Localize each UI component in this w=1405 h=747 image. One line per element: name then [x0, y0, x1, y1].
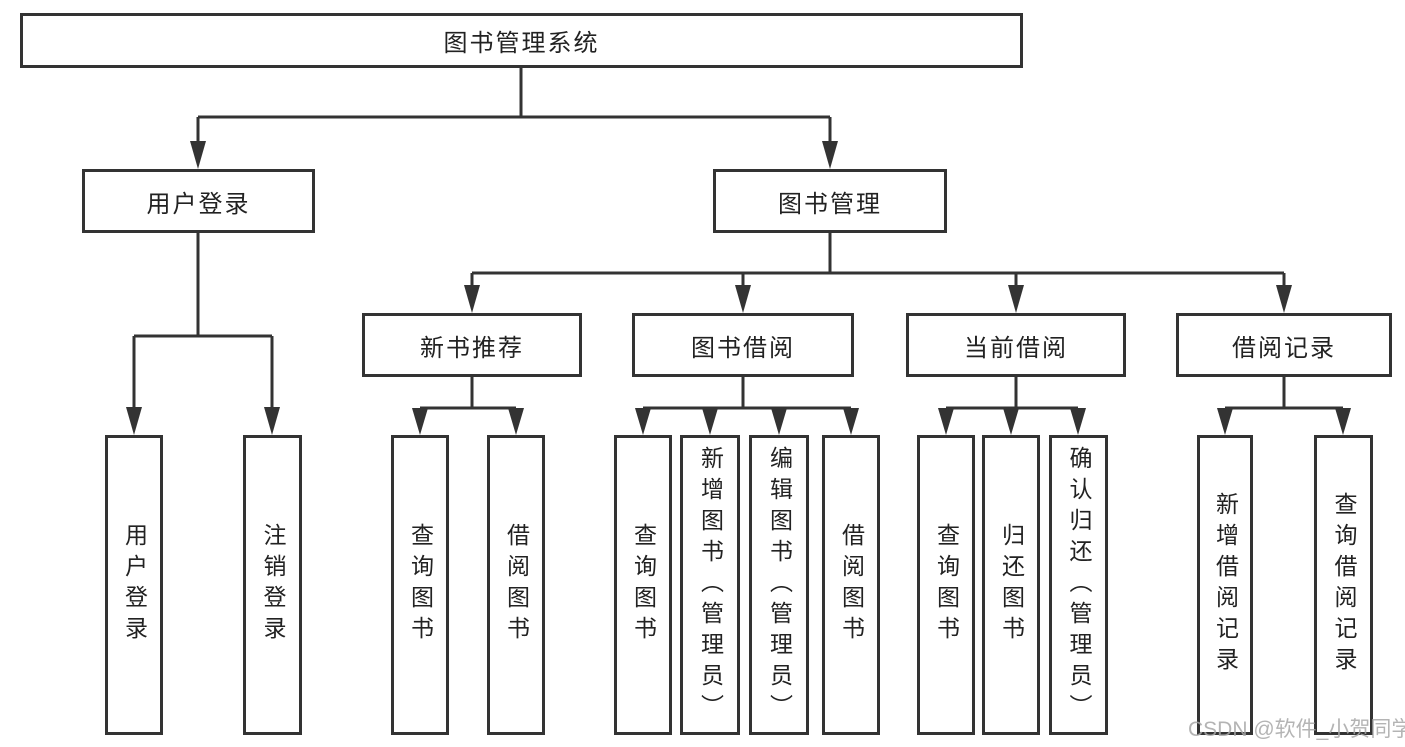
leaf-query-book-borrow-label: 查询图书: [630, 523, 657, 647]
leaf-query-book-borrow: 查询图书: [614, 435, 672, 735]
csdn-watermark: CSDN @软件_小贺同学: [1188, 718, 1405, 741]
node-book-management: 图书管理: [713, 169, 947, 233]
leaf-edit-book-admin: 编辑图书（管理员）: [749, 435, 809, 735]
leaf-return-book: 归还图书: [982, 435, 1040, 735]
leaf-query-book-current: 查询图书: [917, 435, 975, 735]
leaf-user-login-label: 用户登录: [121, 523, 148, 647]
node-new-book-recommend: 新书推荐: [362, 313, 582, 377]
leaf-edit-book-admin-label: 编辑图书（管理员）: [766, 445, 793, 725]
leaf-add-borrow-record-label: 新增借阅记录: [1212, 492, 1239, 678]
leaf-add-book-admin-label: 新增图书（管理员）: [697, 445, 724, 725]
node-new-book-recommend-label: 新书推荐: [420, 334, 524, 362]
connector-book-borrow-branch: [635, 377, 859, 435]
leaf-logout-login: 注销登录: [243, 435, 302, 735]
node-borrow-record: 借阅记录: [1176, 313, 1392, 377]
connector-current-borrow-branch: [938, 377, 1086, 435]
leaf-query-borrow-record-label: 查询借阅记录: [1331, 492, 1357, 678]
node-book-borrow: 图书借阅: [632, 313, 854, 377]
connector-borrow-record-branch: [1217, 377, 1351, 435]
node-user-login: 用户登录: [82, 169, 315, 233]
connector-user-login-branch: [126, 233, 280, 435]
node-current-borrow-label: 当前借阅: [964, 334, 1068, 362]
leaf-confirm-return-admin-label: 确认归还（管理员）: [1066, 445, 1092, 725]
leaf-logout-login-label: 注销登录: [260, 523, 286, 647]
leaf-query-borrow-record: 查询借阅记录: [1314, 435, 1373, 735]
node-root-label: 图书管理系统: [443, 30, 600, 57]
connector-root-to-level2: [190, 68, 838, 169]
leaf-return-book-label: 归还图书: [998, 523, 1025, 647]
node-borrow-record-label: 借阅记录: [1232, 334, 1336, 362]
leaf-query-book-newbook: 查询图书: [391, 435, 449, 735]
node-book-borrow-label: 图书借阅: [691, 334, 795, 362]
node-user-login-label: 用户登录: [146, 190, 251, 218]
leaf-borrow-book-borrow: 借阅图书: [822, 435, 880, 735]
node-book-management-label: 图书管理: [778, 190, 882, 218]
leaf-query-book-current-label: 查询图书: [933, 523, 960, 647]
leaf-add-book-admin: 新增图书（管理员）: [680, 435, 740, 735]
leaf-borrow-book-newbook: 借阅图书: [487, 435, 545, 735]
leaf-confirm-return-admin: 确认归还（管理员）: [1049, 435, 1108, 735]
leaf-user-login: 用户登录: [105, 435, 163, 735]
node-current-borrow: 当前借阅: [906, 313, 1126, 377]
node-root: 图书管理系统: [20, 13, 1023, 68]
leaf-add-borrow-record: 新增借阅记录: [1197, 435, 1253, 735]
connector-new-book-branch: [412, 377, 524, 435]
leaf-query-book-newbook-label: 查询图书: [407, 523, 434, 647]
leaf-borrow-book-borrow-label: 借阅图书: [838, 523, 865, 647]
leaf-borrow-book-newbook-label: 借阅图书: [503, 523, 530, 647]
connector-book-management-branch: [464, 233, 1292, 313]
